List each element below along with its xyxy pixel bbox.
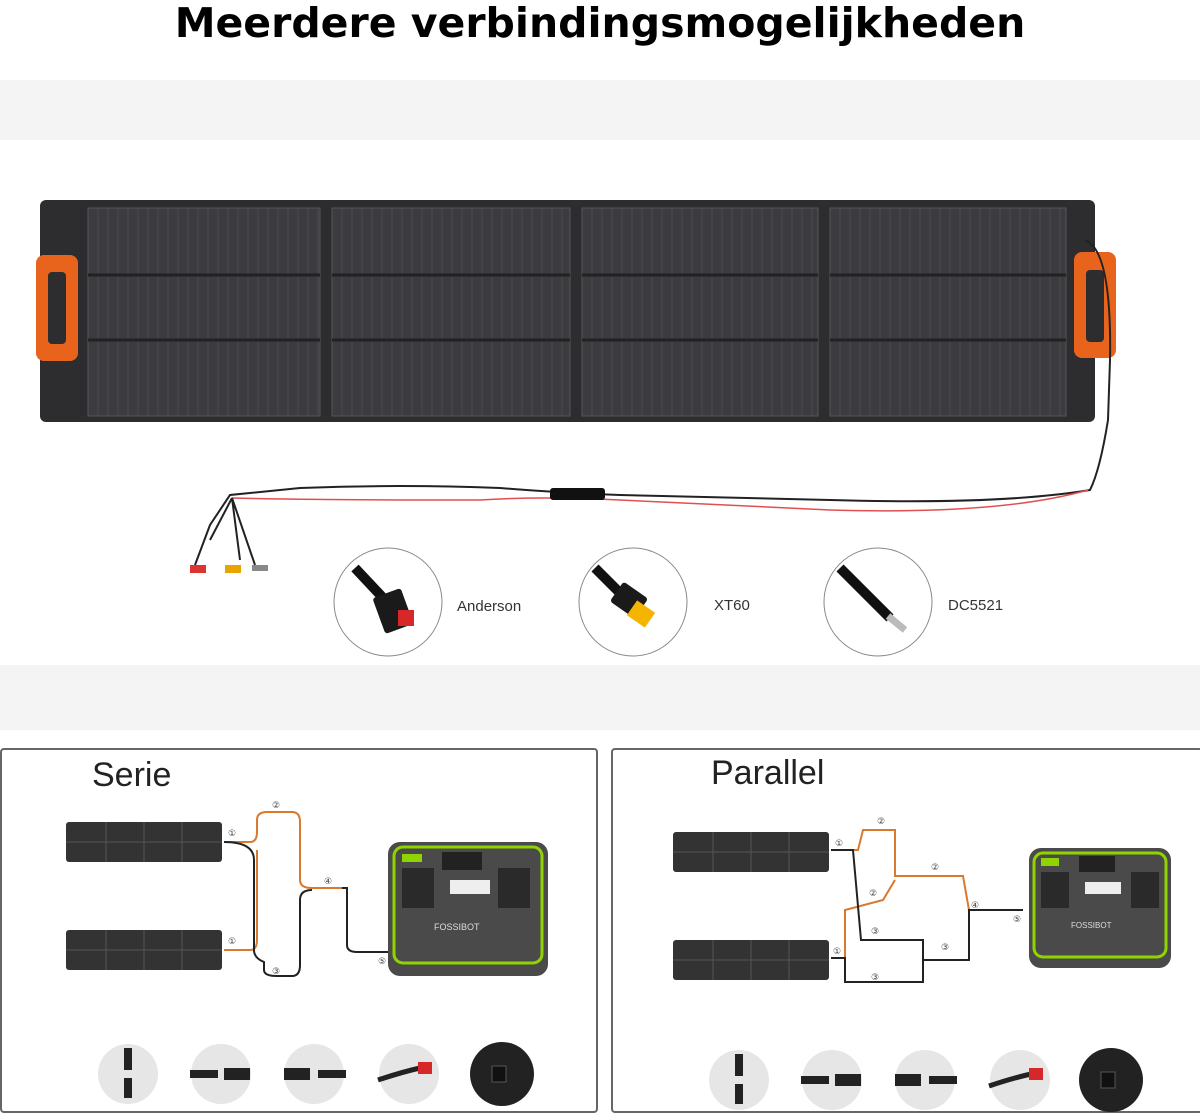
power-station: FOSSIBOT — [1029, 848, 1171, 968]
connector-label-anderson: Anderson — [457, 598, 522, 615]
svg-text:②: ② — [272, 801, 280, 811]
svg-text:②: ② — [869, 889, 877, 899]
anderson-connector-icon — [333, 547, 443, 657]
connector-thumbnails — [98, 1042, 534, 1106]
svg-text:③: ③ — [272, 967, 280, 977]
dc5521-connector-icon — [823, 547, 933, 657]
mc4-connector — [550, 488, 605, 500]
parallel-title: Parallel — [711, 754, 825, 792]
solar-panel-illustration — [36, 200, 1116, 657]
connector-thumbnails — [709, 1048, 1143, 1112]
connector-label-dc5521: DC5521 — [948, 597, 1004, 614]
power-station: FOSSIBOT — [388, 842, 548, 976]
xt60-connector-icon — [578, 547, 688, 657]
series-title: Serie — [92, 756, 172, 794]
svg-text:③: ③ — [871, 927, 879, 937]
svg-text:③: ③ — [941, 943, 949, 953]
parallel-diagram: Parallel ① ② ② ② ③ ③ ③ ④ ⑤ ① FOSSIBOT — [611, 748, 1200, 1113]
svg-text:③: ③ — [871, 973, 879, 983]
marker: ① — [228, 829, 236, 839]
svg-text:④: ④ — [971, 901, 979, 911]
svg-text:①: ① — [835, 839, 843, 849]
page-title: Meerdere verbindingsmogelijkheden — [174, 0, 1026, 47]
svg-text:⑤: ⑤ — [1013, 915, 1021, 925]
svg-text:②: ② — [877, 817, 885, 827]
brand-logo: FOSSIBOT — [1071, 921, 1112, 930]
series-diagram: Serie ① ② ④ ① ③ ⑤ FOSSIBOT — [0, 748, 598, 1113]
solar-cells — [87, 207, 1067, 417]
svg-text:④: ④ — [324, 877, 332, 887]
svg-text:②: ② — [931, 863, 939, 873]
cable — [194, 239, 1112, 566]
svg-text:①: ① — [228, 937, 236, 947]
svg-text:①: ① — [833, 947, 841, 957]
brand-logo: FOSSIBOT — [434, 922, 480, 932]
connector-label-xt60: XT60 — [714, 597, 750, 614]
svg-text:⑤: ⑤ — [378, 957, 386, 967]
